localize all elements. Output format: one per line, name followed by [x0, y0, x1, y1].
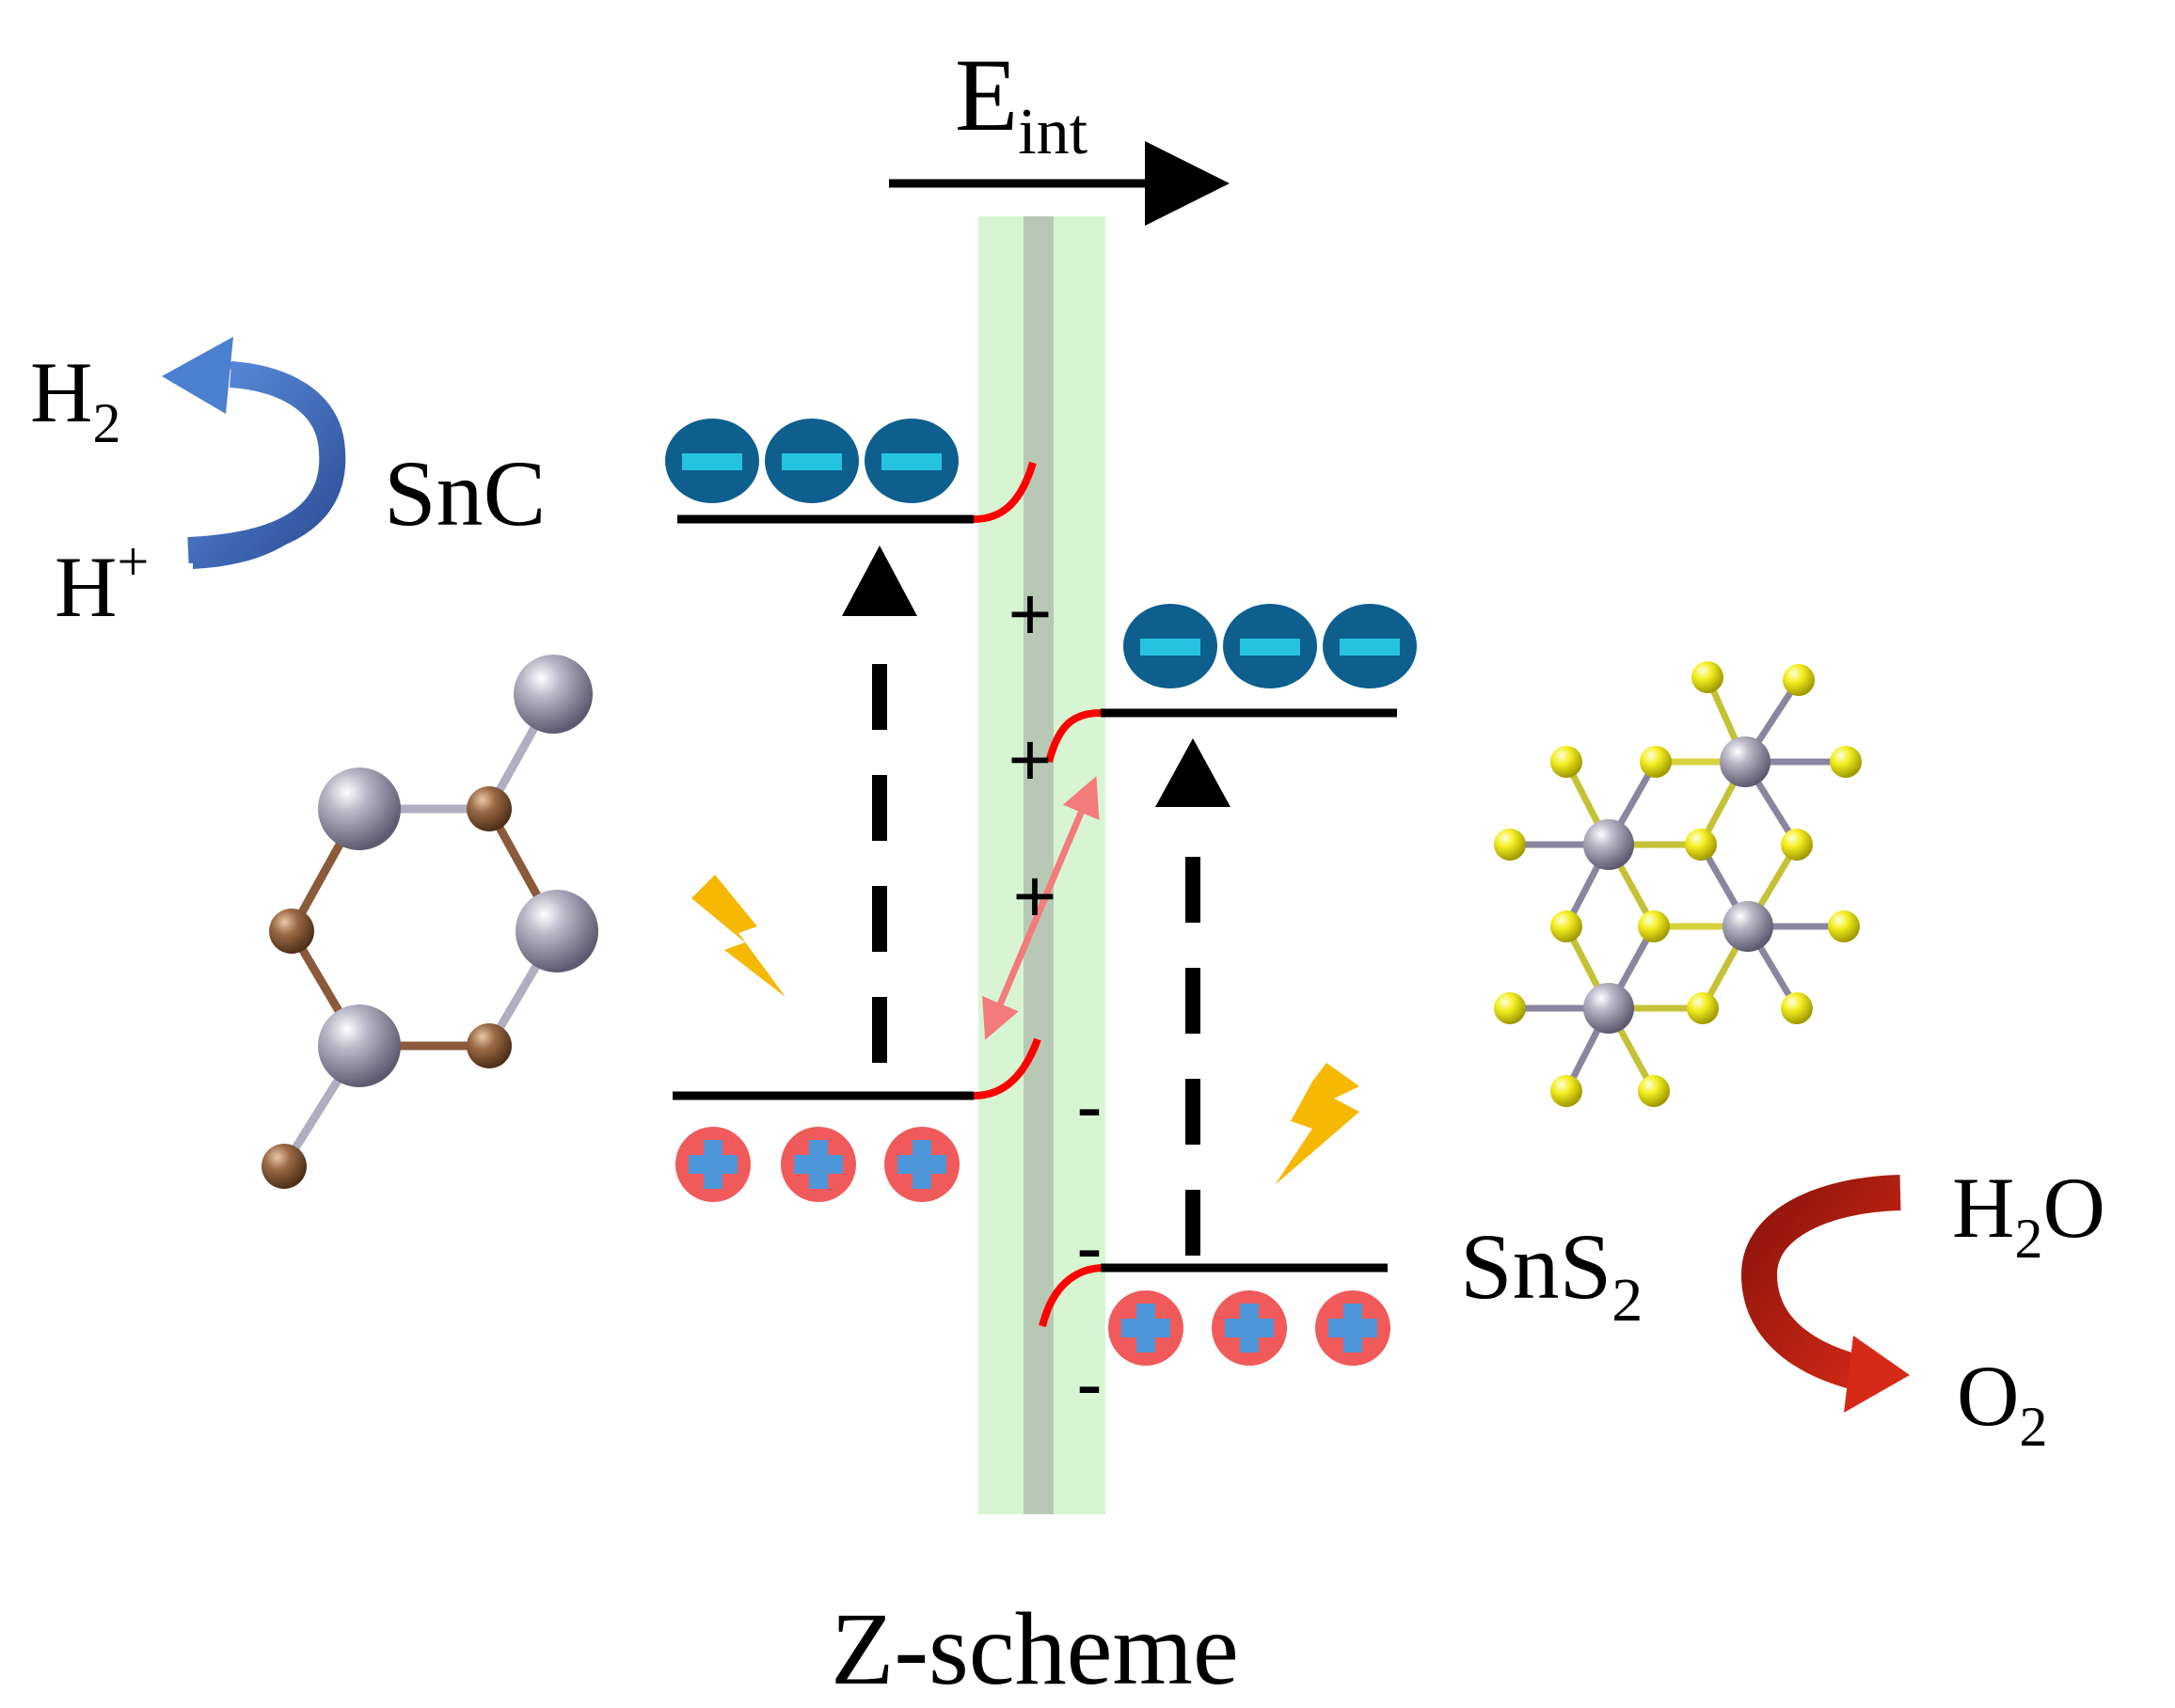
electron — [1323, 604, 1417, 688]
sns2-label: SnS2 — [1460, 1214, 1643, 1335]
electron — [765, 419, 859, 503]
interface-positive-charge: + — [1008, 718, 1053, 801]
hole — [1212, 1290, 1287, 1366]
snc-cb-bending — [973, 461, 1037, 523]
recombination-arrow — [982, 776, 1100, 1040]
h-plus-label: H+ — [55, 530, 149, 635]
electron — [1123, 604, 1217, 688]
electron — [865, 419, 959, 503]
sns2-structure — [1494, 661, 1862, 1107]
sns2-excitation-head — [1155, 738, 1230, 807]
sns2-cb-bending — [1045, 709, 1102, 764]
lightning-icon — [691, 875, 786, 997]
interface-negative-charge: - — [1076, 1203, 1103, 1291]
h2-evolution-arrow-icon — [162, 337, 346, 569]
interface-positive-charge: + — [1013, 854, 1057, 938]
sns2-vb-bending — [1039, 1264, 1102, 1327]
snc-structure — [262, 655, 598, 1189]
interface-negative-charge: - — [1076, 1339, 1103, 1428]
hole — [1108, 1290, 1183, 1366]
interface-negative-charge: - — [1076, 1062, 1103, 1150]
snc-label: SnC — [384, 441, 546, 546]
caption: Z-scheme — [831, 1591, 1239, 1706]
h2o-label: H2O — [1952, 1160, 2105, 1270]
snc-vb-bending — [973, 1037, 1041, 1099]
snc-excitation-head — [842, 546, 917, 616]
field-label: Eint — [955, 38, 1088, 168]
o2-label: O2 — [1957, 1348, 2047, 1458]
lightning-icon — [1275, 1063, 1359, 1185]
o2-evolution-arrow-icon — [1740, 1175, 1910, 1413]
hole — [884, 1127, 960, 1202]
hole — [781, 1127, 856, 1202]
hole — [1315, 1290, 1390, 1366]
electron — [665, 419, 759, 503]
h2-label: H2 — [30, 344, 120, 454]
electron — [1223, 604, 1317, 688]
interface-positive-charge: + — [1008, 572, 1053, 656]
hole — [675, 1127, 751, 1202]
